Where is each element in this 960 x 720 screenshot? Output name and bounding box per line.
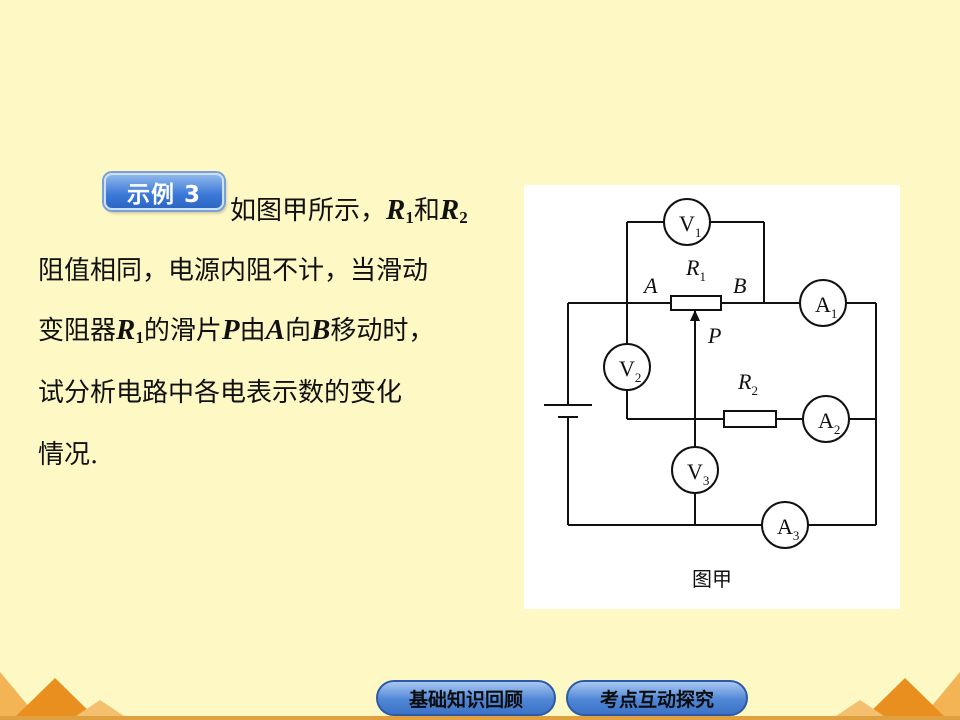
example-badge: 示例 3 [104,173,224,210]
basic-review-button[interactable]: 基础知识回顾 [376,680,556,716]
exam-points-button[interactable]: 考点互动探究 [566,680,748,716]
problem-line-2: 阻值相同，电源内阻不计，当滑动 [38,256,429,286]
circuit-figure: V1 V2 V3 A1 A2 A3 R1 R2 A B P 图甲 [524,185,900,609]
a1-label: A1 [815,292,837,321]
problem-line-5: 情况. [38,440,99,470]
slider-arrow-icon [690,310,700,321]
end-b-label: B [733,273,746,298]
end-a-label: A [642,273,658,298]
voltmeter-v3 [671,446,719,494]
voltmeter-v2 [603,343,651,391]
a3-label: A3 [777,514,799,543]
v1-label: V1 [679,211,701,240]
v2-label: V2 [619,356,641,385]
problem-line-4: 试分析电路中各电表示数的变化 [38,378,403,408]
ammeter-a1 [799,279,847,327]
r2-label: R2 [737,369,758,398]
problem-line-1: 如图甲所示，R1和R2 [230,194,468,227]
circuit-diagram: V1 V2 V3 A1 A2 A3 R1 R2 A B P [544,198,877,549]
r1-label: R1 [685,255,706,284]
ammeter-a2 [802,395,850,443]
resistor-r2 [723,410,777,428]
figure-caption: 图甲 [692,567,732,591]
v3-label: V3 [687,459,709,488]
ammeter-a3 [761,501,809,549]
slider-p-label: P [707,323,721,348]
problem-line-3: 变阻器R1的滑片P由A向B移动时， [38,314,435,347]
rheostat-r1 [670,295,722,311]
voltmeter-v1 [663,198,711,246]
a2-label: A2 [818,408,840,437]
